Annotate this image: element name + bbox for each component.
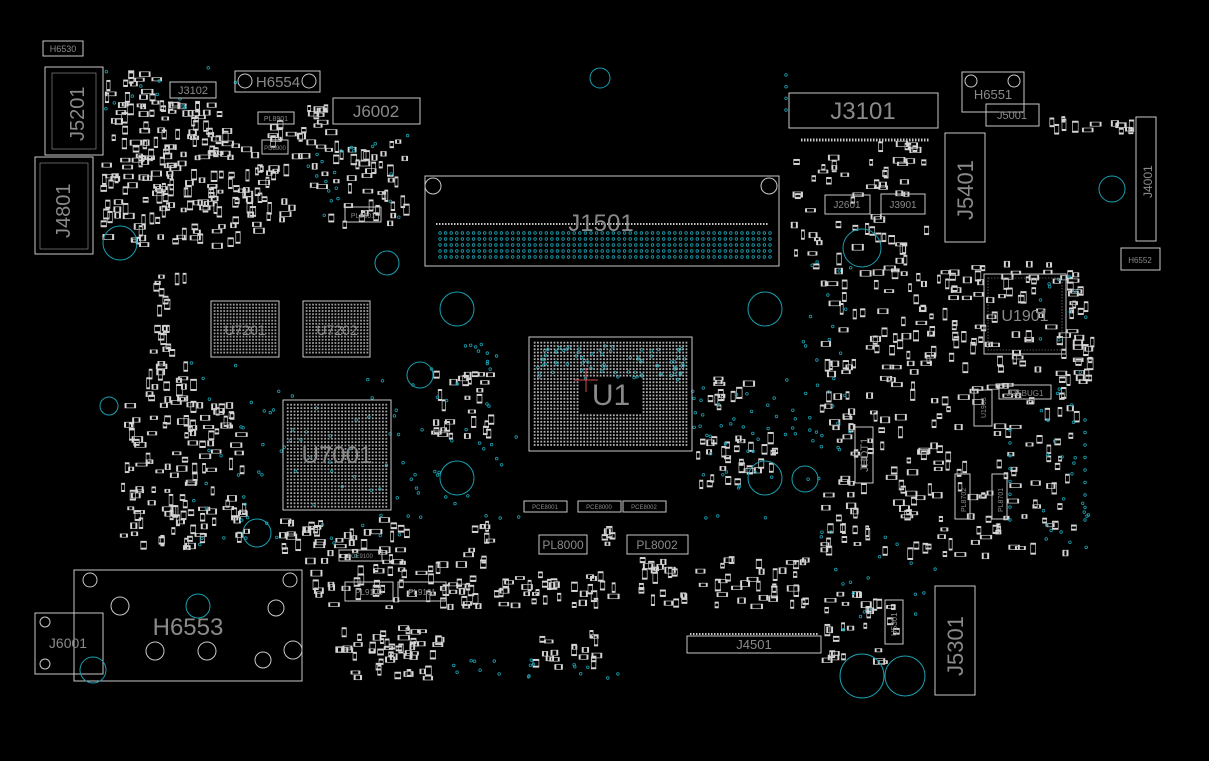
- svg-text:J2601: J2601: [833, 200, 861, 211]
- svg-text:H6554: H6554: [256, 74, 300, 91]
- connector-j3901: J3901: [880, 193, 926, 215]
- svg-text:PD8900: PD8900: [264, 146, 286, 152]
- svg-text:J4001: J4001: [1141, 165, 1155, 198]
- connector-j4801: J4801: [34, 156, 94, 255]
- mount-hole-h6551: H6551: [961, 71, 1025, 113]
- mount-hole-h6530: H6530: [42, 40, 84, 57]
- connector-j2601: J2601: [824, 194, 871, 215]
- connector-j5001: J5001: [985, 103, 1040, 127]
- svg-text:J4801: J4801: [53, 184, 75, 239]
- svg-text:J3101: J3101: [830, 98, 895, 125]
- connector-j1501: J1501: [424, 175, 780, 267]
- capacitor-pce8001: PCE8001: [523, 500, 568, 513]
- cpu-u1: U1: [528, 336, 693, 452]
- inductor-pl8002: PL8002: [626, 534, 689, 555]
- svg-text:J5201: J5201: [67, 87, 89, 142]
- mounting-holes: [99, 67, 1126, 699]
- connector-j5301: J5301: [934, 585, 976, 696]
- ic-u1901: U1901: [983, 273, 1067, 355]
- svg-text:J5001: J5001: [997, 110, 1027, 122]
- svg-text:U7201: U7201: [224, 322, 265, 338]
- connector-j6001: J6001: [34, 612, 107, 684]
- ic-u7201: U7201: [210, 300, 280, 358]
- connector-j6002: J6002: [332, 97, 421, 125]
- ic-u7202: U7202: [302, 300, 371, 358]
- mount-hole-h6553: H6553: [73, 569, 303, 682]
- ic-u1903: U1903: [973, 389, 993, 427]
- vias: [104, 66, 1091, 680]
- capacitor-pce8002: PCE8002: [622, 500, 667, 513]
- svg-text:H6551: H6551: [974, 87, 1012, 102]
- svg-text:J5401: J5401: [953, 160, 978, 220]
- connector-j5401: J5401: [944, 132, 986, 243]
- svg-text:J1501: J1501: [568, 210, 633, 237]
- connector-j4001: J4001: [1135, 116, 1157, 242]
- connector-j3102: J3102: [169, 81, 217, 99]
- svg-text:J3901: J3901: [889, 200, 917, 211]
- connector-j3101: J3101: [788, 92, 939, 142]
- inductor-pl8701: PL8701: [991, 473, 1008, 520]
- inductor-pl9100: PL9100: [344, 581, 394, 602]
- mount-hole-h6552: H6552: [1120, 247, 1161, 271]
- connector-j4501: J4501: [686, 633, 822, 654]
- connector-jdebug1: JDEBUG1: [998, 384, 1052, 400]
- ic-u7001: U7001: [282, 399, 392, 511]
- svg-text:J3102: J3102: [178, 85, 208, 97]
- inductor-pl8601: PL8601: [344, 206, 382, 223]
- capacitor-pce8000: PCE8000: [577, 500, 622, 513]
- svg-text:H6530: H6530: [50, 44, 77, 54]
- inductor-pl8901: PL8901: [257, 111, 295, 125]
- svg-text:PL8901: PL8901: [264, 116, 288, 123]
- connector-j5201: J5201: [44, 66, 104, 156]
- svg-text:PL8601: PL8601: [351, 213, 375, 220]
- inductor-pl9101: PL9101: [397, 581, 447, 602]
- ic-u5301: U5301: [884, 599, 904, 645]
- inductor-pl8702: PL8702: [954, 473, 971, 520]
- smd-components: [100, 70, 1135, 681]
- connector-jhdt1: JHDT1: [854, 426, 874, 484]
- svg-text:H6552: H6552: [1128, 256, 1152, 265]
- svg-text:J6002: J6002: [353, 102, 399, 121]
- inductor-pl8000: PL8000: [538, 534, 588, 555]
- mount-hole-h6554: H6554: [234, 70, 321, 93]
- diode-pd8900: PD8900: [261, 139, 289, 155]
- capacitor-pce9100: PCE9100: [338, 549, 383, 562]
